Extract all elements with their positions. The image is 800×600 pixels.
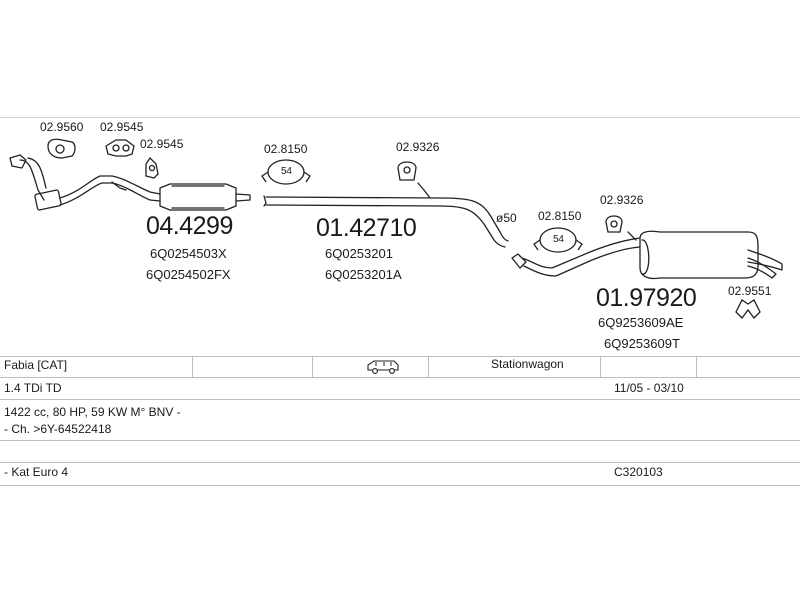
accessory-code: 02.8150: [264, 142, 308, 156]
rubber-hanger-icon: [105, 139, 135, 157]
clamp-icon: [533, 227, 583, 253]
accessory-code: 02.9545: [140, 137, 184, 151]
table-rule: [0, 440, 800, 441]
engine: 1.4 TDi TD: [4, 381, 62, 395]
gasket-icon: [47, 138, 76, 159]
table-divider: [192, 356, 193, 377]
clamp-size-label: 54: [281, 166, 292, 177]
table-divider: [696, 356, 697, 377]
table-divider: [428, 356, 429, 377]
engine-spec: 1422 cc, 80 HP, 59 KW M° BNV -: [4, 405, 181, 419]
production-years: 11/05 - 03/10: [614, 381, 684, 395]
emission-note: - Kat Euro 4: [4, 465, 69, 479]
table-rule: [0, 356, 800, 357]
body-type: Stationwagon: [491, 357, 564, 371]
center-pipe-drawing: [263, 182, 509, 248]
clamp-icon: [261, 159, 311, 185]
accessory-code: 02.9326: [396, 140, 440, 154]
oe-number: 6Q9253609T: [604, 336, 680, 351]
rear-silencer-drawing: [511, 230, 783, 280]
table-rule: [0, 485, 800, 486]
accessory-code: 02.9545: [100, 120, 144, 134]
oe-number: 6Q0253201A: [325, 267, 402, 282]
model-name: Fabia [CAT]: [4, 358, 68, 372]
oe-number: 6Q9253609AE: [598, 315, 684, 330]
table-rule: [0, 377, 800, 378]
pipe-diameter-label: ø50: [496, 211, 517, 225]
reference-code: C320103: [614, 465, 663, 479]
accessory-code: 02.8150: [538, 209, 582, 223]
accessory-code: 02.9326: [600, 193, 644, 207]
oe-number: 6Q0254502FX: [146, 267, 231, 282]
top-divider: [0, 117, 800, 118]
exhaust-drawing: [9, 138, 783, 319]
accessory-code: 02.9551: [728, 284, 772, 298]
rubber-hanger-icon: [605, 215, 623, 233]
clamp-size-label: 54: [553, 234, 564, 245]
part-number: 01.42710: [316, 214, 417, 242]
rubber-hanger-icon: [735, 299, 761, 319]
table-rule: [0, 462, 800, 463]
oe-number: 6Q0253201: [325, 246, 393, 261]
accessory-code: 02.9560: [40, 120, 84, 134]
table-rule: [0, 399, 800, 400]
part-number: 01.97920: [596, 284, 697, 312]
front-pipe-catalyst-drawing: [9, 154, 251, 211]
rubber-hanger-icon: [145, 156, 159, 179]
table-divider: [600, 356, 601, 377]
table-divider: [312, 356, 313, 377]
chassis-range: - Ch. >6Y-64522418: [4, 422, 112, 436]
rubber-hanger-icon: [397, 161, 417, 181]
oe-number: 6Q0254503X: [150, 246, 227, 261]
part-number: 04.4299: [146, 212, 233, 240]
station-wagon-icon: [367, 360, 399, 374]
